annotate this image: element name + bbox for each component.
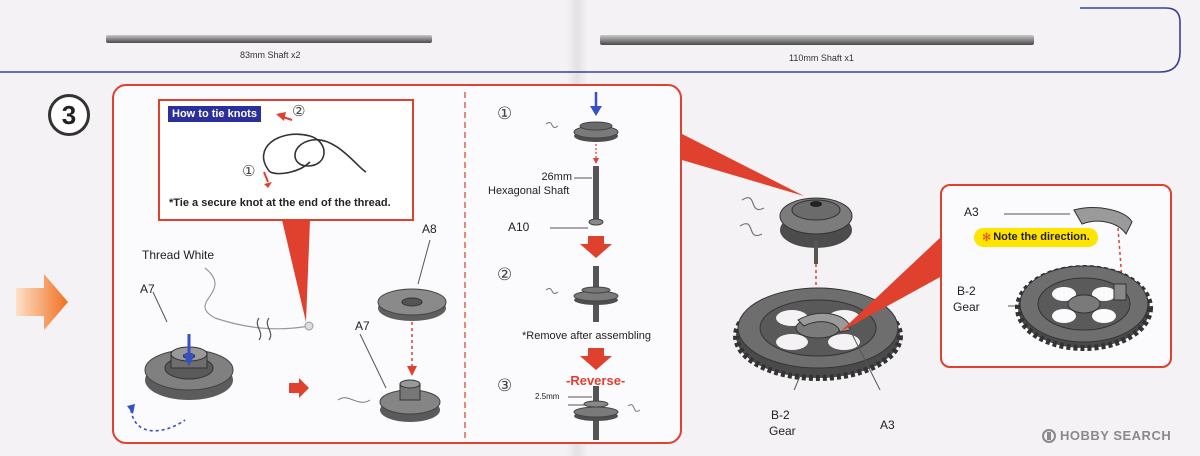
thread-white-label: Thread White <box>142 248 215 262</box>
b2-label-line1: B-2 <box>771 408 790 422</box>
middle-step-2: ② <box>497 265 513 284</box>
next-arrow-icon <box>289 378 309 398</box>
watermark-logo-icon <box>1042 428 1056 443</box>
left-step-arrow-icon <box>16 274 68 330</box>
knot-box-note: *Tie a secure knot at the end of the thr… <box>169 197 391 209</box>
a8-a7-assembly-illustration <box>337 239 447 422</box>
gap-label: 2.5mm <box>535 392 560 401</box>
hex-shaft-label-1: 26mm <box>541 171 572 183</box>
a7-label-first: A7 <box>140 282 155 296</box>
b2-label-line2: Gear <box>769 424 796 438</box>
knot-callout <box>282 220 310 322</box>
note-direction-badge: ✻ Note the direction. <box>974 228 1098 247</box>
detail-b2-line2: Gear <box>953 300 980 314</box>
step-number-badge: 3 <box>48 94 90 136</box>
hex-shaft-label-2: Hexagonal Shaft <box>488 185 570 197</box>
a10-label: A10 <box>508 220 530 234</box>
reverse-label: -Reverse- <box>566 373 626 388</box>
watermark-text: HOBBY SEARCH <box>1060 428 1172 443</box>
note-direction-text: Note the direction. <box>993 231 1090 243</box>
shafts-header <box>0 7 1181 73</box>
note-mark-icon: ✻ <box>982 232 992 244</box>
detail-callout <box>840 236 942 332</box>
middle-step-1: ① <box>497 104 513 123</box>
middle-assembly-illustration <box>545 92 641 440</box>
middle-step-3: ③ <box>497 376 513 395</box>
shaft-110mm <box>600 35 1034 45</box>
pulley-a7-illustration <box>127 267 314 432</box>
shaft-83mm <box>106 35 432 43</box>
knot-thread-illustration <box>262 112 367 188</box>
a8-label: A8 <box>422 222 437 236</box>
remove-note: *Remove after assembling <box>522 330 652 342</box>
knot-marker-1: ① <box>242 163 256 180</box>
shaft-110mm-label: 110mm Shaft x1 <box>789 53 854 63</box>
watermark: HOBBY SEARCH <box>1042 428 1171 443</box>
detail-gear-illustration <box>1004 207 1153 351</box>
step-number: 3 <box>61 99 77 130</box>
a3-label: A3 <box>880 418 895 432</box>
detail-b2-line1: B-2 <box>957 284 976 298</box>
knot-box-title: How to tie knots <box>168 106 261 122</box>
knot-marker-2: ② <box>292 103 306 120</box>
pulley-callout <box>682 134 804 196</box>
a7-label-second: A7 <box>355 319 370 333</box>
shaft-83mm-label: 83mm Shaft x2 <box>240 50 301 60</box>
detail-a3-label: A3 <box>964 205 979 219</box>
panel-divider <box>464 92 466 438</box>
